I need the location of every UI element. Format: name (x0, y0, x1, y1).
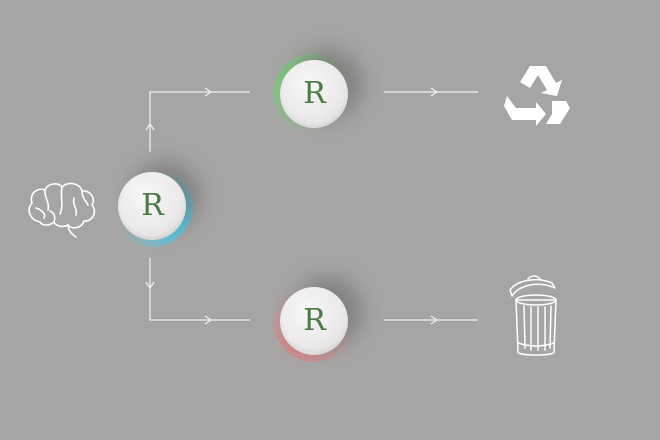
recycle-icon (504, 66, 570, 126)
arrow-head-right (430, 315, 439, 325)
connector-to-accept (149, 91, 250, 152)
arrow-head-right (204, 315, 213, 325)
trash-can-icon (509, 275, 557, 356)
reject-knob: R (273, 280, 355, 362)
knob-logo-label: R (141, 188, 164, 223)
knob-logo-label: R (303, 76, 326, 111)
arrow-head-right (430, 87, 439, 97)
connector-lines (145, 87, 478, 325)
connector-to-reject (149, 258, 250, 321)
arrow-head-down (145, 281, 155, 290)
arrow-head-up (145, 122, 155, 131)
decision-knob: R (111, 165, 193, 247)
knob-logo-label: R (303, 303, 326, 338)
brain-icon (28, 182, 96, 238)
arrow-head-right (204, 87, 213, 97)
accept-knob: R (273, 53, 355, 135)
